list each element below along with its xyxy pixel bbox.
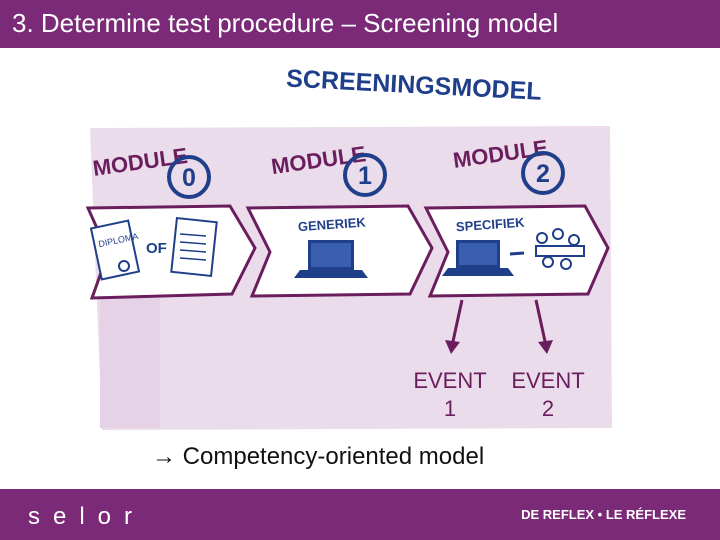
module-0-number: 0	[182, 164, 196, 192]
diploma-icon: DIPLOMA	[89, 219, 141, 281]
left-column-shade	[100, 298, 160, 428]
event-2-title: EVENT	[511, 368, 585, 393]
title-bar: 3. Determine test procedure – Screening …	[0, 0, 720, 48]
footer-bar: selor DE REFLEX • LE RÉFLEXE	[0, 489, 720, 540]
event-2-number: 2	[541, 396, 555, 421]
event-1-arrow	[445, 299, 464, 354]
module-1-number: 1	[358, 162, 372, 190]
or-label: OF	[146, 240, 167, 257]
screening-model-illustration: SCREENINGSMODEL MODULE MODULE MODULE 0 1…	[85, 64, 612, 430]
competency-note-text: Competency-oriented model	[182, 443, 485, 470]
generic-label: GENERIEK	[297, 214, 366, 234]
footer-tagline: DE REFLEX • LE RÉFLEXE	[521, 507, 686, 522]
slide-title: 3. Determine test procedure – Screening …	[12, 8, 559, 38]
screening-model-heading: SCREENINGSMODEL	[286, 64, 543, 105]
module-2-circle	[521, 151, 565, 195]
module-0-circle	[167, 155, 211, 199]
laptop-icon-2	[442, 240, 514, 276]
event-1-label: EVENT 1	[410, 367, 490, 423]
event-2-arrow	[534, 299, 553, 354]
meeting-people-icon	[535, 228, 585, 270]
laptop-icon	[294, 240, 368, 278]
event-1-number: 1	[443, 396, 457, 421]
specific-label: SPECIFIEK	[455, 215, 525, 235]
arrow-right-icon: →	[152, 443, 176, 470]
module-1-circle	[343, 153, 387, 197]
competency-note: → Competency-oriented model	[152, 443, 484, 471]
module-2-number: 2	[536, 160, 550, 188]
selor-logo: selor	[28, 503, 146, 530]
event-1-title: EVENT	[413, 368, 487, 393]
event-2-label: EVENT 2	[508, 367, 588, 423]
dash	[509, 251, 525, 256]
certificate-icon	[170, 216, 218, 278]
